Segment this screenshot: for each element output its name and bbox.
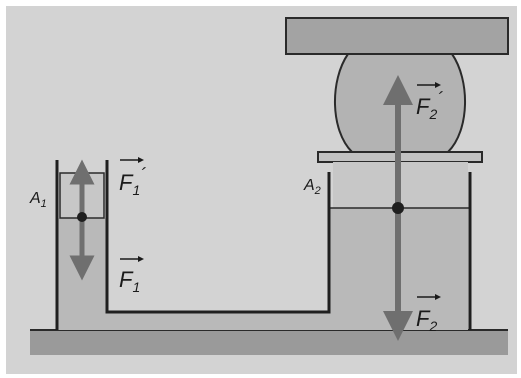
svg-text:F1: F1 — [119, 267, 140, 295]
ground-slab — [30, 330, 508, 355]
label-f2: F2 — [416, 294, 441, 334]
label-f1-prime: F1´ — [119, 157, 146, 198]
small-cylinder-right-wall-and-pipe — [105, 160, 331, 314]
hydraulic-liquid — [58, 208, 468, 330]
label-a1: A1 — [29, 190, 47, 210]
small-piston-center-dot — [77, 212, 87, 222]
svg-text:F1´: F1´ — [119, 165, 146, 198]
label-a2: A2 — [303, 177, 321, 197]
large-piston-center-dot — [392, 202, 404, 214]
label-f2-prime: F2´ — [416, 82, 443, 122]
label-f1: F1 — [119, 256, 144, 295]
svg-text:F2´: F2´ — [416, 89, 443, 122]
svg-text:F2: F2 — [416, 306, 437, 334]
upper-press-plate — [285, 17, 509, 55]
